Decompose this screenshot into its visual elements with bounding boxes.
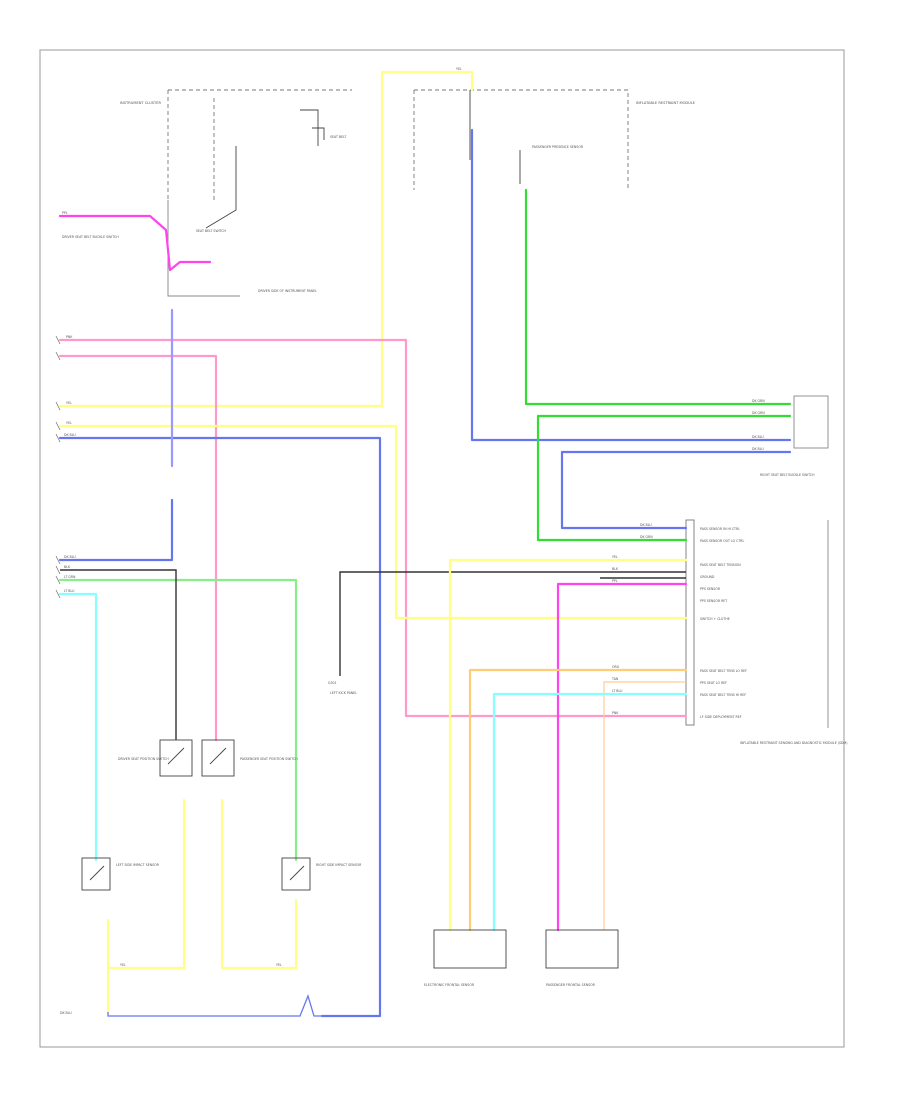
sdm-pin: GROUND [700,575,715,579]
sdm-label: INFLATABLE RESTRAINT SENSING AND DIAGNOS… [740,741,847,745]
right-impact-contact [289,865,305,881]
instrument-cluster-label: INSTRUMENT CLUSTER [120,101,161,105]
wire-label: DK BLU [64,433,76,437]
wire-label: PNK [66,335,73,339]
sdm-pin-list: PASS SENSOR IN HI CTRL PASS SENSOR OUT L… [700,527,747,719]
wire-pink-sdm [58,338,688,718]
wire-label: YEL [276,963,282,967]
wire-label: BLK [612,567,619,571]
wire-label: TAN [611,677,619,681]
passenger-frontal-label: PASSENGER FRONTAL SENSOR [546,983,596,987]
wire-label: DK BLU [60,1011,72,1015]
left-impact-contact [89,865,105,881]
ground-note: LEFT KICK PANEL [330,691,357,695]
electronic-frontal-label: ELECTRONIC FRONTAL SENSOR [424,983,475,987]
cluster-internal-wire [205,146,237,229]
wire-label: LT GRN [64,575,76,579]
right-buckle-connector [793,395,829,449]
sdm-pin: PASS SEAT BELT TENS LO REF [700,669,747,673]
wire-black-ground [339,571,686,676]
wire-magenta-frontal [556,582,688,932]
wire-magenta-buckle [58,214,212,272]
sdm-pin: PPS SEAT LO REF [700,681,727,685]
driver-seat-position-switch [159,739,193,777]
passenger-presence-label: PASSENGER PRESENCE SENSOR [532,145,584,149]
wire-label: YEL [456,67,462,71]
wire-label: PPL [62,211,68,215]
sdm-pin: SWITCH + CLUTHE [700,617,730,621]
wire-black-left [60,569,177,740]
driver-fuse-note: DRIVER SIDE OF INSTRUMENT PANEL [258,289,317,293]
wire-label: YEL [120,963,126,967]
wire-blue-buckle-lower [58,498,174,562]
sdm-pin: PASS SENSOR IN HI CTRL [700,527,740,531]
right-buckle-label: RIGHT SEAT BELT BUCKLE SWITCH [760,473,815,477]
wire-yellow-frontal [448,558,688,932]
wire-yellow-switch-left [106,798,186,1014]
right-side-impact-sensor [281,857,311,891]
wire-label: LT BLU [64,589,75,593]
sdm-pin: PPS SENSOR [700,587,721,591]
wire-label: BLK [64,565,71,569]
restraint-module-housing [413,89,629,190]
sdm-pin: PASS SEAT BELT TENSION [700,563,741,567]
wire-label: PNK [612,711,619,715]
wire-label: DK BLU [752,435,764,439]
right-impact-label: RIGHT SIDE IMPACT SENSOR [316,863,362,867]
left-side-impact-sensor [81,857,111,891]
restraint-module-label: INFLATABLE RESTRAINT MODULE [636,101,696,105]
wire-label: DK GRN [752,399,765,403]
restraint-module-internal [469,90,521,184]
passenger-switch-contact [209,747,227,765]
electronic-frontal-sensor [433,929,507,969]
wire-yellow-sdm [58,424,688,620]
sdm-pin: PPS SENSOR RET [700,599,727,603]
wire-blue-sdm [560,450,792,530]
wire-label: DK GRN [752,411,765,415]
wire-green-sdm [536,414,792,542]
seat-belt-switch-label: SEAT BELT SWITCH [196,229,227,233]
wire-pink-switch [58,354,218,742]
wire-blue-ground [58,436,382,1018]
passenger-seat-switch-label: PASSENGER SEAT POSITION SWITCH [240,757,298,761]
sdm-pin: PASS SENSOR OUT LO CTRL [700,539,745,543]
wire-label: DK GRN [640,535,653,539]
passenger-seat-position-switch [201,739,235,777]
driver-switch-contact [167,747,185,765]
driver-buckle-housing [167,200,240,297]
driver-buckle-label: DRIVER SEAT BELT BUCKLE SWITCH [62,235,119,239]
wire-green-right-impact [58,578,298,862]
wire-blue-restraint [470,128,792,442]
diagram-frame [39,49,845,1048]
wire-label: ORG [612,665,620,669]
sdm-pin: PASS SEAT BELT TENS HI REF [700,693,746,697]
wire-yellow-top [58,70,474,408]
wire-cyan-frontal [492,692,688,932]
wire-cyan-left-impact [58,592,98,862]
instrument-cluster-housing [167,89,352,200]
ground-label: G301 [328,681,337,685]
wire-yellow-switch-right [220,798,298,970]
sdm-connector [685,519,695,726]
passenger-frontal-sensor [545,929,619,969]
sdm-pin: LF SIDE DEPLOYMENT REF [700,715,742,719]
wire-label: YEL [612,555,618,559]
wire-label: LT BLU [612,689,623,693]
wire-label: DK BLU [752,447,764,451]
left-connector-ticks [55,335,61,599]
wire-label: YEL [66,421,72,425]
wire-label: PPL [612,579,618,583]
wire-orange-frontal [468,668,688,932]
driver-seat-switch-label: DRIVER SEAT POSITION SWITCH [118,757,169,761]
cluster-indicator [300,109,325,146]
left-impact-label: LEFT SIDE IMPACT SENSOR [116,863,160,867]
wire-green-restraint [524,188,792,406]
wire-orange-thin [603,681,686,930]
instrument-cluster-item: SEAT BELT [330,135,346,139]
wire-label: YEL [66,401,72,405]
wire-label: DK BLU [640,523,652,527]
wire-label: DK BLU [64,555,76,559]
wire-blue-bottom-bus [107,994,322,1017]
